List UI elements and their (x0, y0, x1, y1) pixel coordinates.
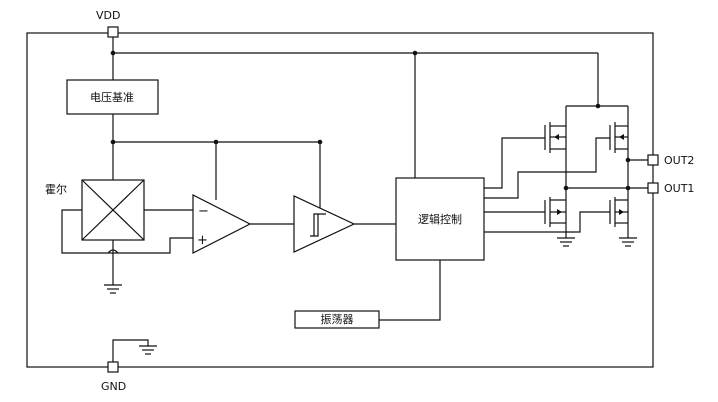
voltage-reference-label: 电压基准 (90, 91, 134, 104)
oscillator-to-logic-wire (379, 260, 441, 321)
logic-control-label: 逻辑控制 (418, 212, 462, 226)
out2-node-dot (625, 157, 631, 163)
oscillator-label: 振荡器 (321, 312, 354, 326)
mosfet-left-high (544, 122, 566, 153)
out2-label: OUT2 (664, 154, 694, 167)
mosfet-right-high (609, 122, 628, 153)
amp-minus-sign: − (198, 204, 209, 219)
out1-pin (647, 182, 659, 194)
vdd-junction-dot (110, 50, 116, 56)
hall-cross-2 (81, 179, 145, 241)
mosfet-left-low (544, 197, 566, 227)
hall-left-loop (61, 209, 113, 254)
amp-plus-sign: + (197, 233, 208, 248)
hall-label: 霍尔 (45, 183, 67, 196)
vdd-pin (107, 26, 119, 38)
hysteresis-icon (310, 213, 326, 237)
gnd-internal-wire (112, 339, 149, 362)
out1-label: OUT1 (664, 182, 694, 195)
gate-drive-2 (484, 137, 610, 199)
out1-node-dot-right (625, 185, 631, 191)
gnd-pin (107, 361, 119, 373)
vdd-label: VDD (96, 9, 120, 22)
ref-junction-dot (110, 139, 116, 145)
gate-drive-4 (484, 211, 610, 233)
schmitt-comparator (293, 195, 356, 253)
chip-outline (26, 32, 654, 368)
hall-bottom-to-plus (112, 237, 193, 254)
out2-pin (647, 154, 659, 166)
gnd-label: GND (101, 380, 126, 393)
hall-crossover (107, 249, 119, 254)
mosfet-right-low (609, 197, 628, 227)
out1-node-dot (563, 185, 569, 191)
gate-drive-1 (484, 137, 545, 189)
hall-amplifier (192, 194, 252, 254)
